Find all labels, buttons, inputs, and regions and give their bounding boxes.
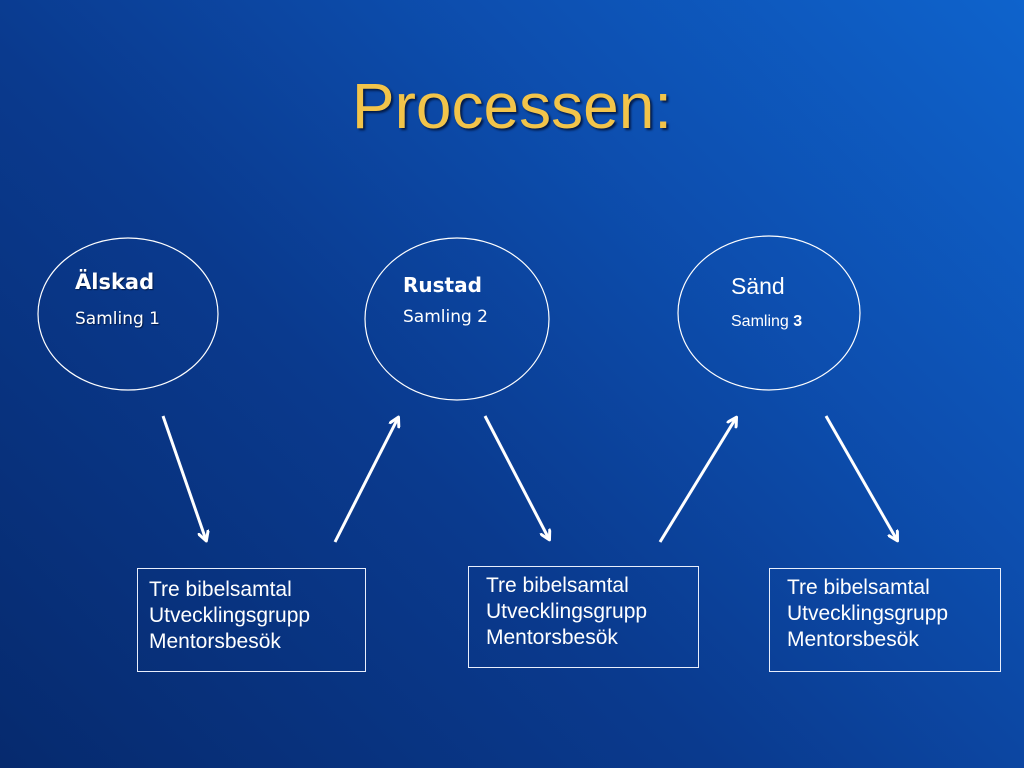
activity-box-3: Tre bibelsamtal Utvecklingsgrupp Mentors… [769, 568, 1001, 672]
box-line: Mentorsbesök [486, 626, 618, 649]
arrow-1-down [161, 415, 206, 540]
box-line: Mentorsbesök [787, 628, 919, 651]
box-line: Utvecklingsgrupp [486, 600, 648, 623]
box-line: Tre bibelsamtal [486, 574, 629, 597]
box-line: Tre bibelsamtal [149, 578, 292, 601]
stage-name-alskad: Älskad [75, 270, 155, 294]
stage-sub-alskad: Samling 1 [75, 309, 160, 329]
arrow-3-down [483, 415, 549, 539]
stage-name-sand-text: Sänd [731, 273, 785, 299]
stage-sub-sand: Samling 3 [731, 313, 802, 331]
box-line: Mentorsbesök [149, 630, 281, 653]
stage-name-sand: Sänd [731, 273, 785, 300]
stage-name-rustad: Rustad [403, 273, 482, 297]
arrow-2-up [333, 418, 398, 543]
stage-circle-rustad [364, 237, 550, 401]
arrow-4-up [658, 418, 736, 543]
box-line: Utvecklingsgrupp [149, 604, 311, 627]
stage-sub-sand-label: Samling [731, 313, 794, 330]
box-line: Tre bibelsamtal [787, 576, 930, 599]
stage-circle-alskad [37, 237, 219, 391]
stage-sub-sand-number: 3 [793, 313, 803, 330]
stage-circle-sand [677, 235, 861, 391]
arrow-5-down [824, 415, 897, 540]
activity-box-1: Tre bibelsamtal Utvecklingsgrupp Mentors… [137, 568, 366, 672]
box-line: Utvecklingsgrupp [787, 602, 949, 625]
stage-sub-rustad: Samling 2 [403, 307, 488, 327]
slide-title: Processen: [351, 70, 673, 142]
activity-box-2: Tre bibelsamtal Utvecklingsgrupp Mentors… [468, 566, 699, 668]
